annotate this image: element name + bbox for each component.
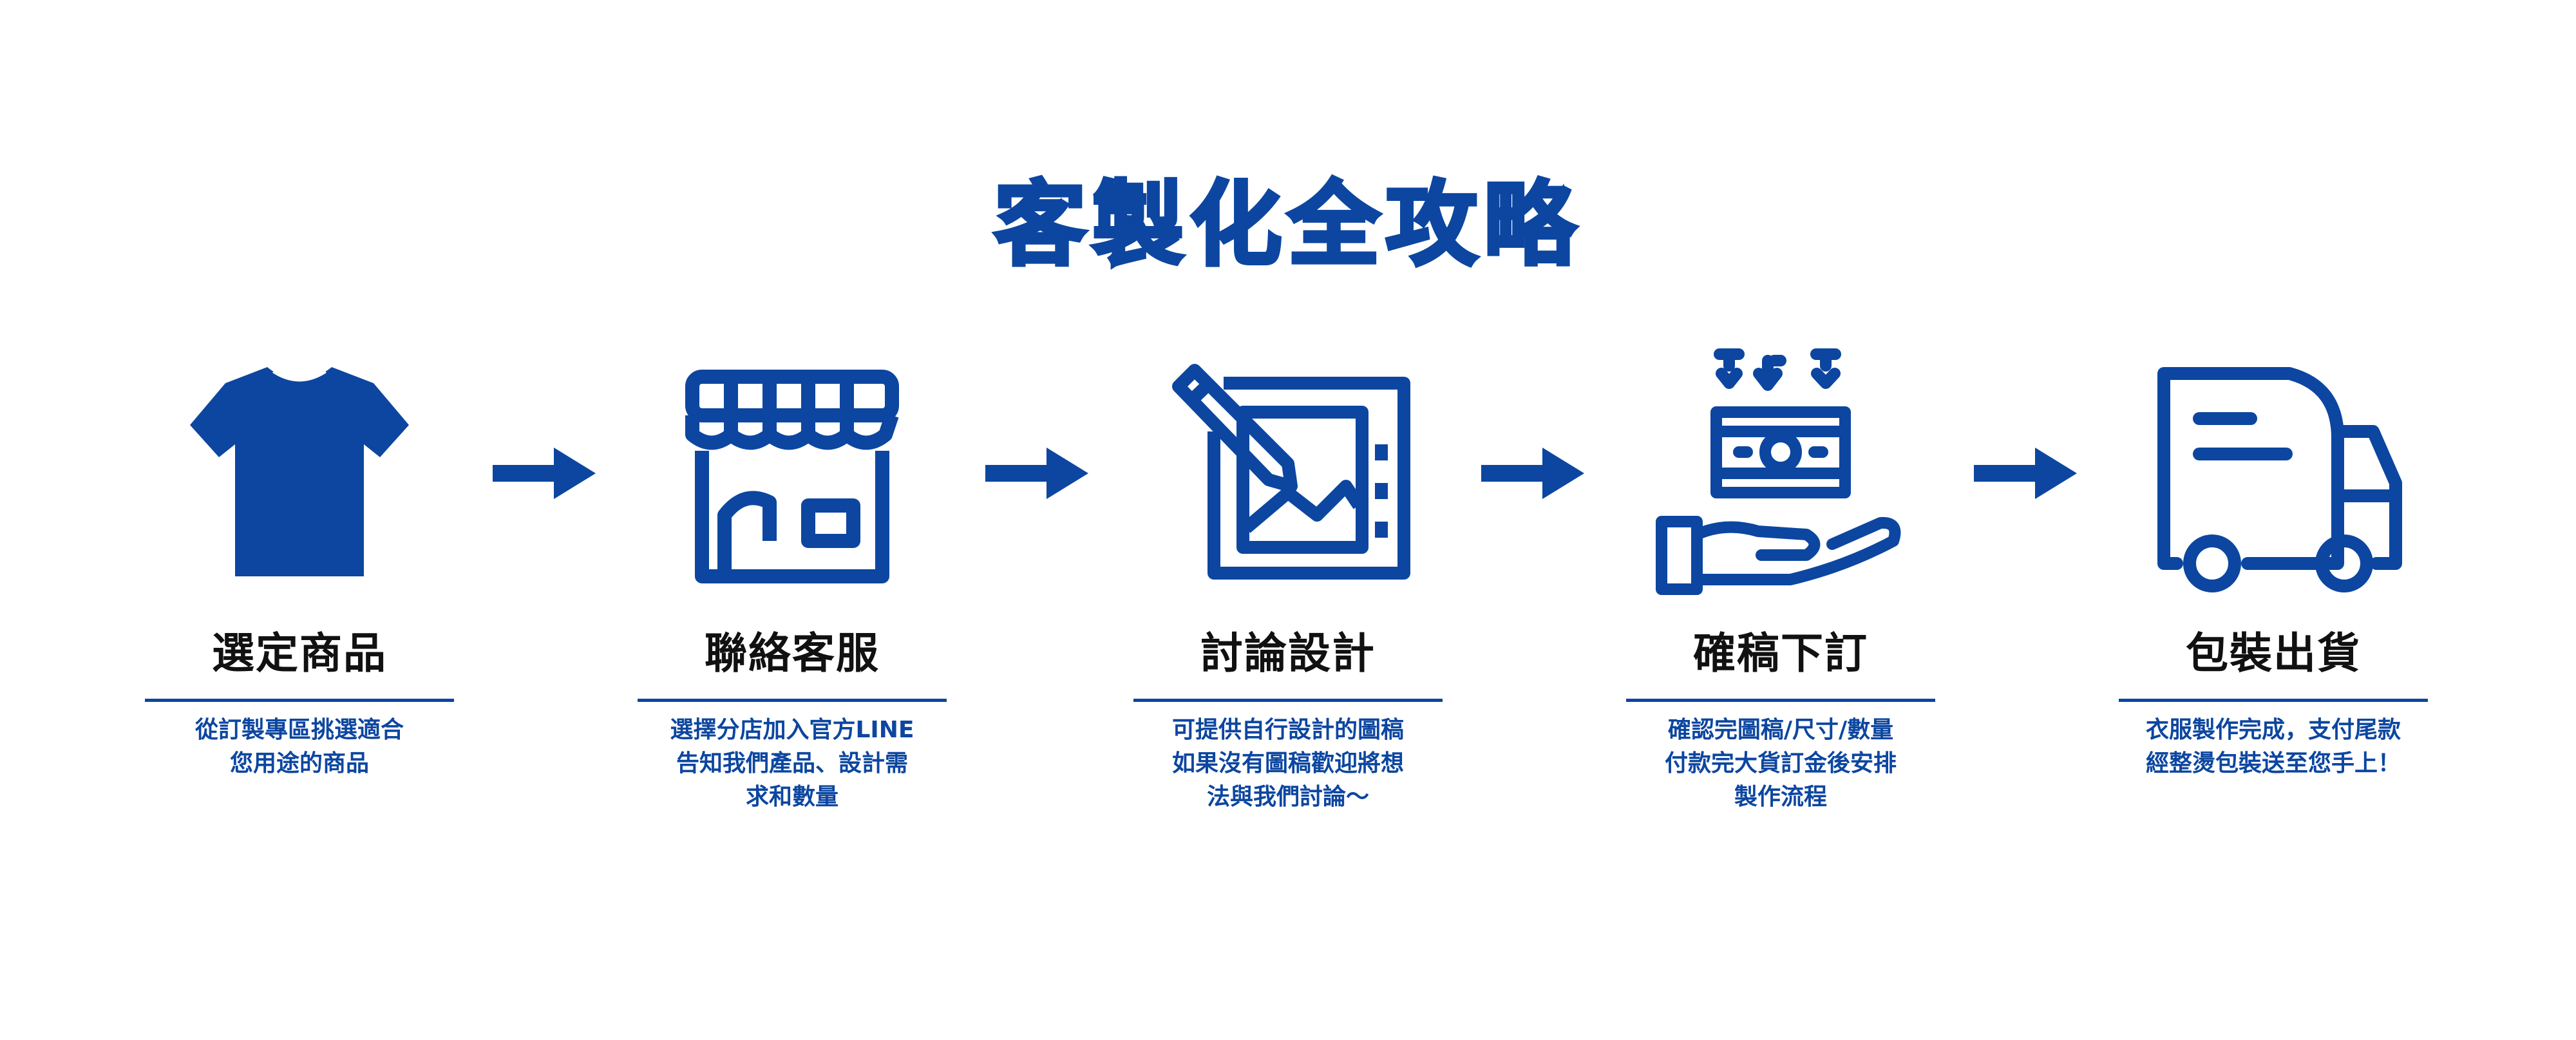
drawing-tablet-icon <box>1159 348 1417 605</box>
step-divider <box>2119 699 2428 702</box>
arrow-right-icon <box>985 444 1088 502</box>
t-shirt-icon <box>171 348 428 605</box>
step-select-product: 選定商品 從訂製專區挑選適合 您用途的商品 <box>145 0 454 1040</box>
step-description: 選擇分店加入官方LINE 告知我們產品、設計需 求和數量 <box>670 717 914 810</box>
storefront-icon <box>663 348 921 605</box>
step-divider <box>1626 699 1935 702</box>
step-description: 確認完圖稿/尺寸/數量 付款完大貨訂金後安排 製作流程 <box>1664 717 1897 810</box>
step-divider <box>145 699 454 702</box>
arrow-right-icon <box>493 444 596 502</box>
step-divider <box>1133 699 1443 702</box>
payment-hand-icon <box>1652 348 1909 605</box>
step-description: 衣服製作完成，支付尾款 經整燙包裝送至您手上！ <box>2145 717 2401 777</box>
step-label: 聯絡客服 <box>705 629 880 678</box>
step-label: 包裝出貨 <box>2186 629 2361 678</box>
step-discuss-design: 討論設計 可提供自行設計的圖稿 如果沒有圖稿歡迎將想 法與我們討論～ <box>1133 0 1443 1040</box>
step-confirm-order: 確稿下訂 確認完圖稿/尺寸/數量 付款完大貨訂金後安排 製作流程 <box>1626 0 1935 1040</box>
step-contact-service: 聯絡客服 選擇分店加入官方LINE 告知我們產品、設計需 求和數量 <box>638 0 947 1040</box>
step-divider <box>638 699 947 702</box>
step-label: 確稿下訂 <box>1693 629 1868 678</box>
delivery-truck-icon <box>2145 348 2402 605</box>
step-pack-ship: 包裝出貨 衣服製作完成，支付尾款 經整燙包裝送至您手上！ <box>2119 0 2428 1040</box>
arrow-right-icon <box>1481 444 1584 502</box>
arrow-right-icon <box>1974 444 2077 502</box>
step-description: 可提供自行設計的圖稿 如果沒有圖稿歡迎將想 法與我們討論～ <box>1171 717 1404 810</box>
step-description: 從訂製專區挑選適合 您用途的商品 <box>194 717 404 777</box>
step-label: 討論設計 <box>1200 629 1376 678</box>
step-label: 選定商品 <box>212 629 387 678</box>
page-title: 客製化全攻略 <box>992 170 1582 280</box>
